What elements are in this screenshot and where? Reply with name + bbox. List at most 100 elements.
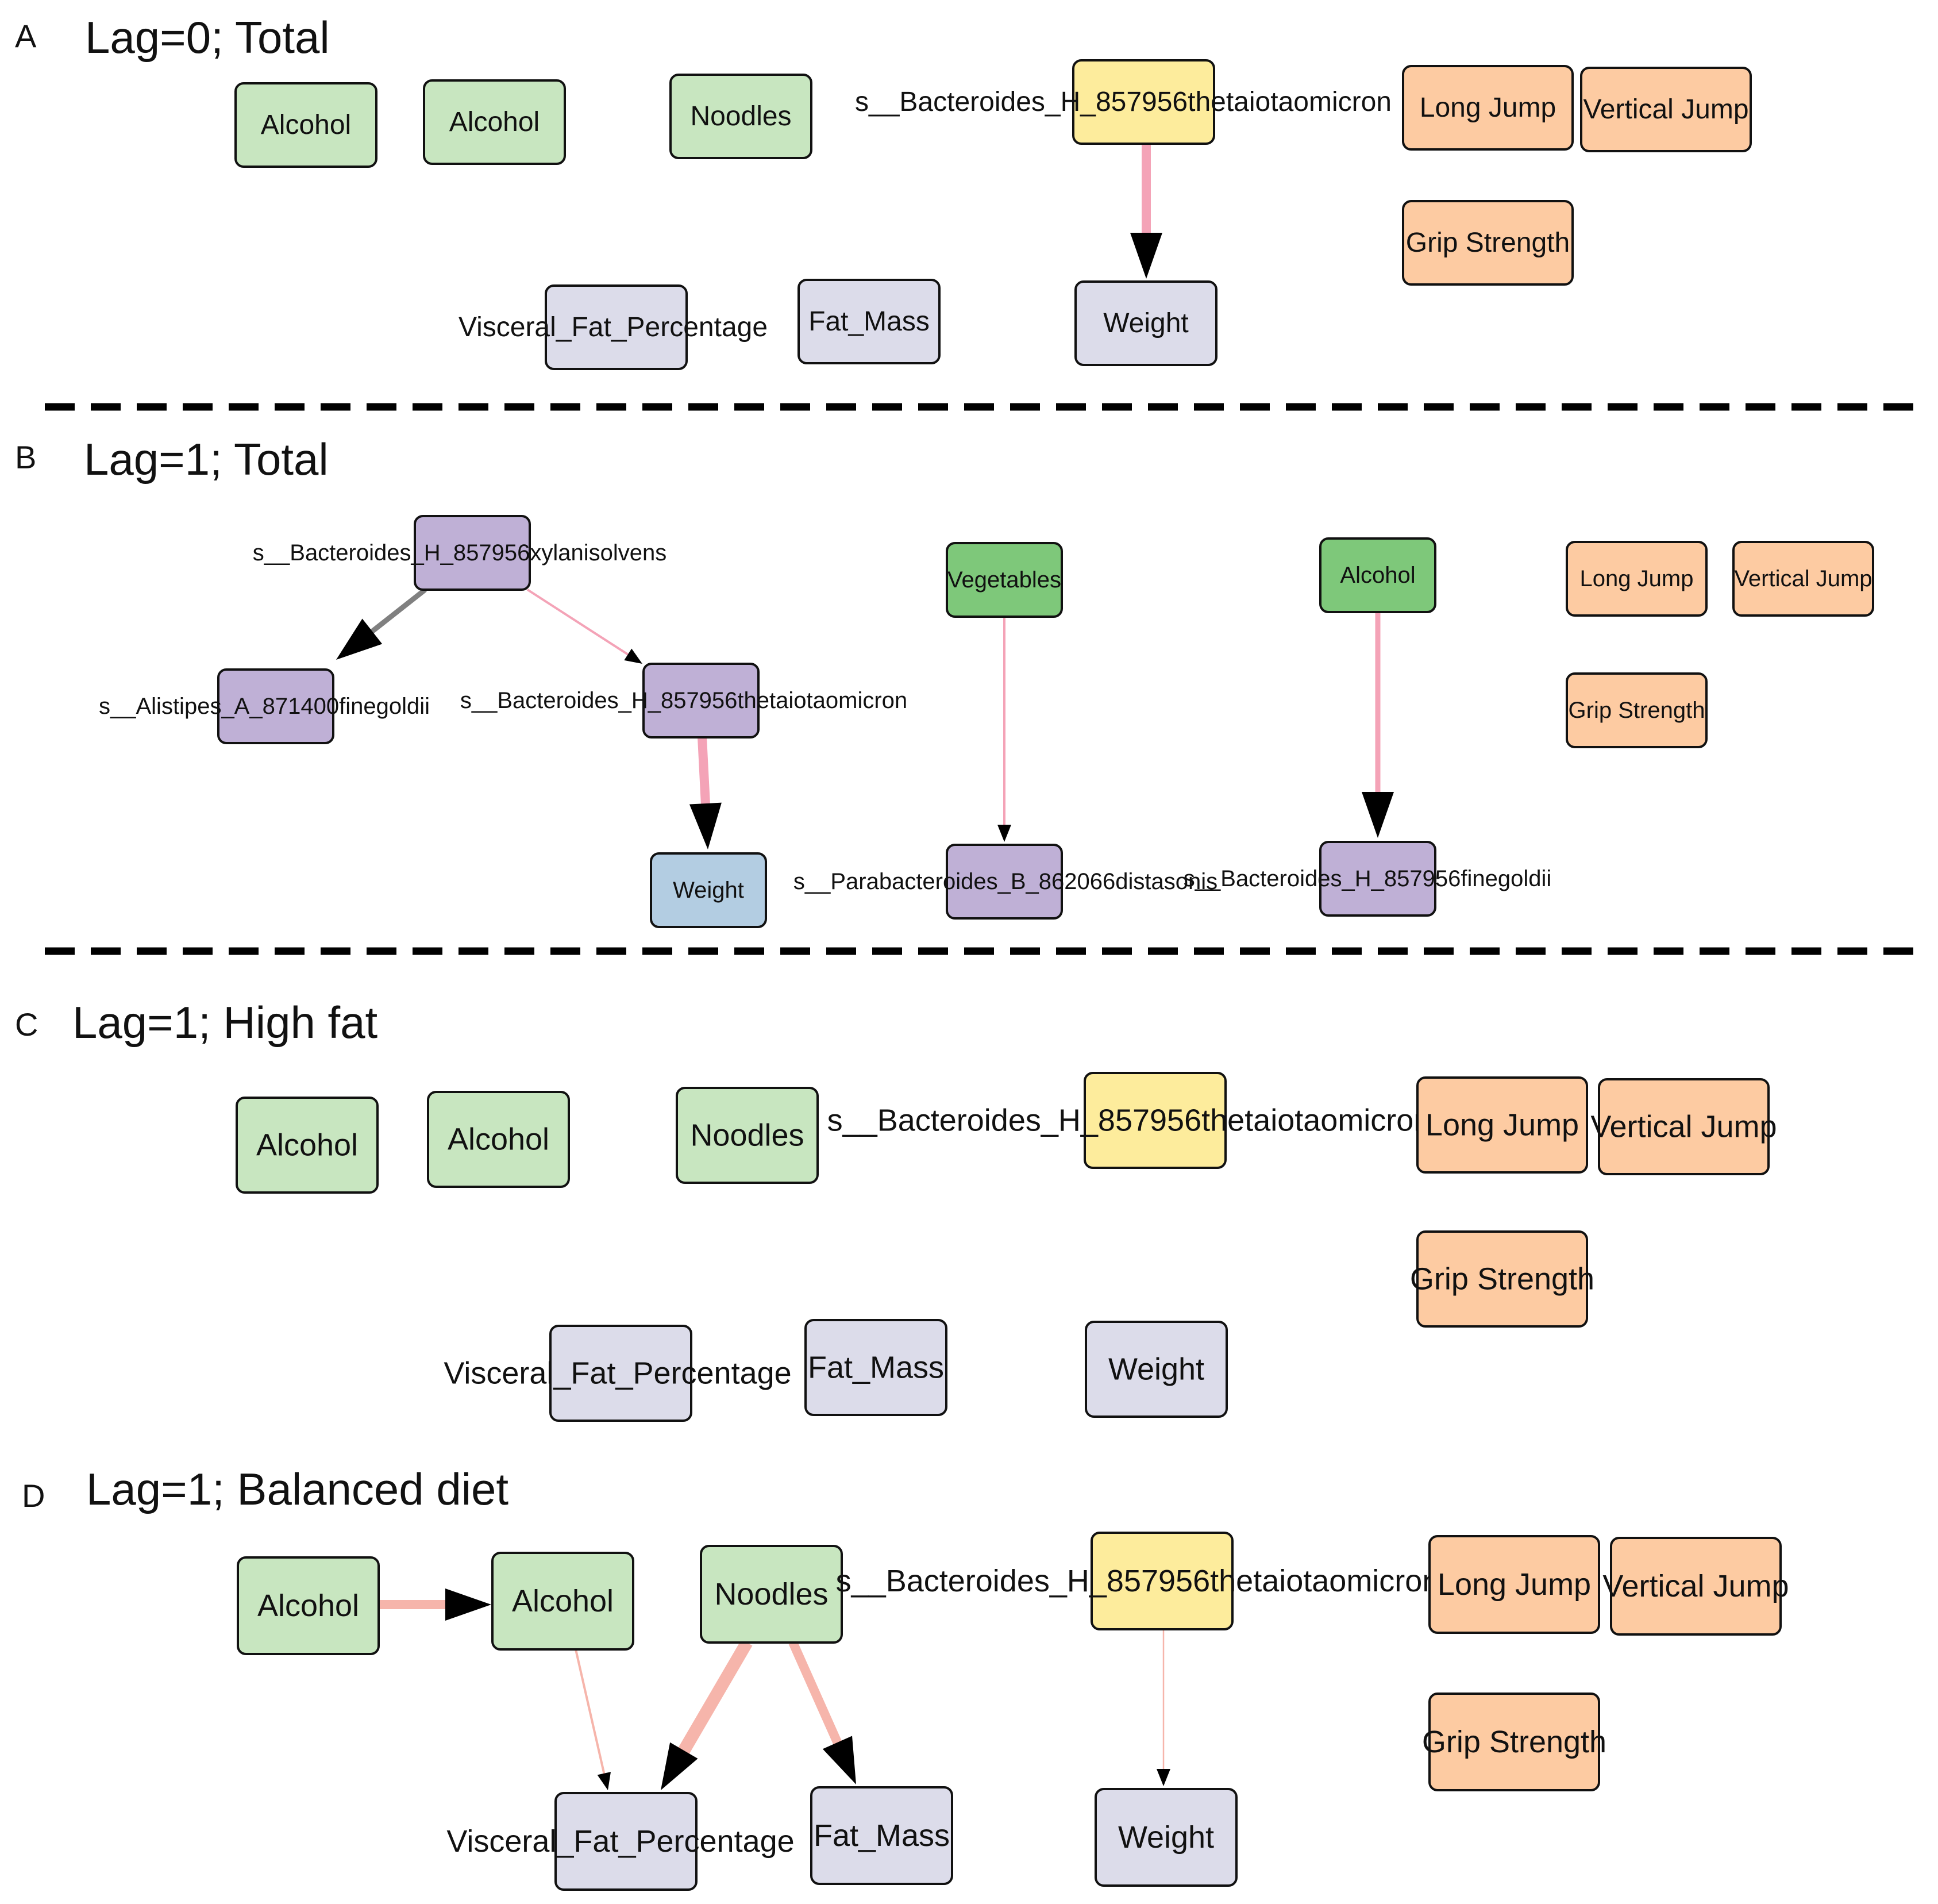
node-c-fm: Fat_Mass	[804, 1319, 947, 1416]
node-d-fm: Fat_Mass	[810, 1786, 953, 1885]
node-label: Fat_Mass	[808, 306, 930, 337]
arrowhead-b-alis	[336, 618, 383, 660]
node-box	[797, 279, 941, 364]
node-box	[237, 1556, 380, 1655]
node-box	[234, 82, 377, 168]
node-label: Noodles	[690, 101, 791, 132]
node-a-vj: Vertical Jump	[1580, 67, 1752, 152]
node-d-lj: Long Jump	[1428, 1535, 1600, 1634]
node-b-veg: Vegetables	[946, 542, 1063, 618]
node-box	[642, 663, 760, 738]
edge-layer	[336, 145, 1394, 1790]
node-box	[427, 1091, 570, 1188]
node-label: Visceral_Fat_Percentage	[446, 1824, 794, 1859]
node-b-lj: Long Jump	[1566, 541, 1708, 617]
node-label: Alcohol	[449, 107, 540, 137]
arrowhead-b-wt	[689, 802, 722, 849]
arrowhead-d-vfp	[597, 1772, 611, 1790]
node-label: Grip Strength	[1422, 1725, 1606, 1759]
node-label: Alcohol	[257, 1588, 359, 1623]
edge-b-bthe-to-wt	[698, 737, 711, 813]
node-label: s__Bacteroides_H_857956thetaiotaomicron	[827, 1103, 1431, 1138]
arrowhead-b-bthe	[624, 648, 642, 664]
node-box	[946, 844, 1063, 920]
node-label: Noodles	[690, 1118, 804, 1153]
node-box	[1428, 1535, 1600, 1634]
node-box	[1085, 1321, 1228, 1418]
node-box	[236, 1097, 379, 1194]
node-a-alc2: Alcohol	[423, 79, 566, 165]
node-c-nood: Noodles	[676, 1087, 819, 1184]
node-box	[1095, 1788, 1238, 1887]
node-label: Weight	[673, 878, 744, 903]
node-c-bthe: s__Bacteroides_H_857956thetaiotaomicron	[827, 1072, 1431, 1169]
node-label: Long Jump	[1420, 93, 1556, 123]
node-box	[1566, 672, 1708, 748]
node-label: s__Alistipes_A_871400finegoldii	[99, 694, 430, 719]
panel-c-label: C	[15, 1006, 38, 1043]
node-label: Alcohol	[448, 1122, 549, 1157]
node-label: Fat_Mass	[808, 1351, 944, 1385]
node-box	[1416, 1230, 1588, 1328]
arrowhead-d-fm	[822, 1736, 856, 1784]
node-b-alc: Alcohol	[1319, 537, 1436, 613]
node-box	[669, 74, 812, 159]
edge-b-bxyl-to-bthe	[526, 588, 631, 657]
node-d-gs: Grip Strength	[1422, 1693, 1606, 1791]
node-label: Long Jump	[1438, 1567, 1591, 1602]
panel-a-label: A	[15, 18, 37, 54]
node-label: Vertical Jump	[1734, 566, 1872, 591]
node-box	[650, 852, 767, 928]
node-d-alc2: Alcohol	[491, 1552, 634, 1651]
node-box	[1402, 65, 1574, 151]
node-label: Visceral_Fat_Percentage	[444, 1356, 791, 1391]
node-a-nood: Noodles	[669, 74, 812, 159]
node-d-nood: Noodles	[700, 1545, 843, 1644]
node-box	[700, 1545, 843, 1644]
node-box	[1319, 841, 1436, 917]
node-label: Alcohol	[261, 110, 351, 140]
arrowhead-d-vfp	[661, 1742, 698, 1790]
node-box	[491, 1552, 634, 1651]
node-label: Grip Strength	[1569, 698, 1705, 723]
node-box	[1580, 67, 1752, 152]
edge-d-nood-to-fm	[788, 1640, 846, 1753]
node-label: Vertical Jump	[1583, 94, 1748, 125]
node-label: Fat_Mass	[814, 1818, 950, 1853]
node-label: Visceral_Fat_Percentage	[459, 312, 768, 343]
node-b-bxyl: s__Bacteroides_H_857956xylanisolvens	[253, 515, 666, 591]
node-box	[946, 542, 1063, 618]
node-label: Grip Strength	[1406, 228, 1570, 258]
node-label: Vertical Jump	[1590, 1110, 1777, 1144]
node-box	[1566, 541, 1708, 617]
edge-b-bxyl-to-alis	[363, 587, 427, 639]
node-a-wt: Weight	[1074, 280, 1217, 366]
node-b-alis: s__Alistipes_A_871400finegoldii	[99, 668, 430, 744]
node-d-wt: Weight	[1095, 1788, 1238, 1887]
node-box	[1598, 1078, 1770, 1175]
node-b-bfin: s__Bacteroides_H_857956finegoldii	[1184, 841, 1551, 917]
panel-b-title: Lag=1; Total	[84, 434, 329, 484]
node-d-bthe: s__Bacteroides_H_857956thetaiotaomicron	[836, 1532, 1440, 1630]
node-label: Vegetables	[947, 567, 1061, 593]
node-label: Weight	[1103, 308, 1189, 339]
node-box	[1402, 200, 1574, 286]
node-box	[1732, 541, 1874, 617]
node-box	[804, 1319, 947, 1416]
node-label: s__Bacteroides_H_857956thetaiotaomicron	[460, 688, 907, 713]
node-b-para: s__Parabacteroides_B_862066distasonis	[793, 844, 1217, 920]
node-label: Weight	[1108, 1352, 1204, 1387]
node-d-vfp: Visceral_Fat_Percentage	[446, 1792, 795, 1891]
node-c-gs: Grip Strength	[1410, 1230, 1594, 1328]
node-label: Long Jump	[1580, 566, 1694, 591]
node-label: s__Bacteroides_H_857956thetaiotaomicron	[836, 1564, 1440, 1598]
node-box	[810, 1786, 953, 1885]
arrowhead-d-alc2	[445, 1588, 491, 1621]
node-c-alc1: Alcohol	[236, 1097, 379, 1194]
node-d-alc1: Alcohol	[237, 1556, 380, 1655]
node-label: Noodles	[714, 1577, 828, 1611]
node-label: Weight	[1118, 1820, 1214, 1855]
node-box	[1610, 1537, 1782, 1636]
